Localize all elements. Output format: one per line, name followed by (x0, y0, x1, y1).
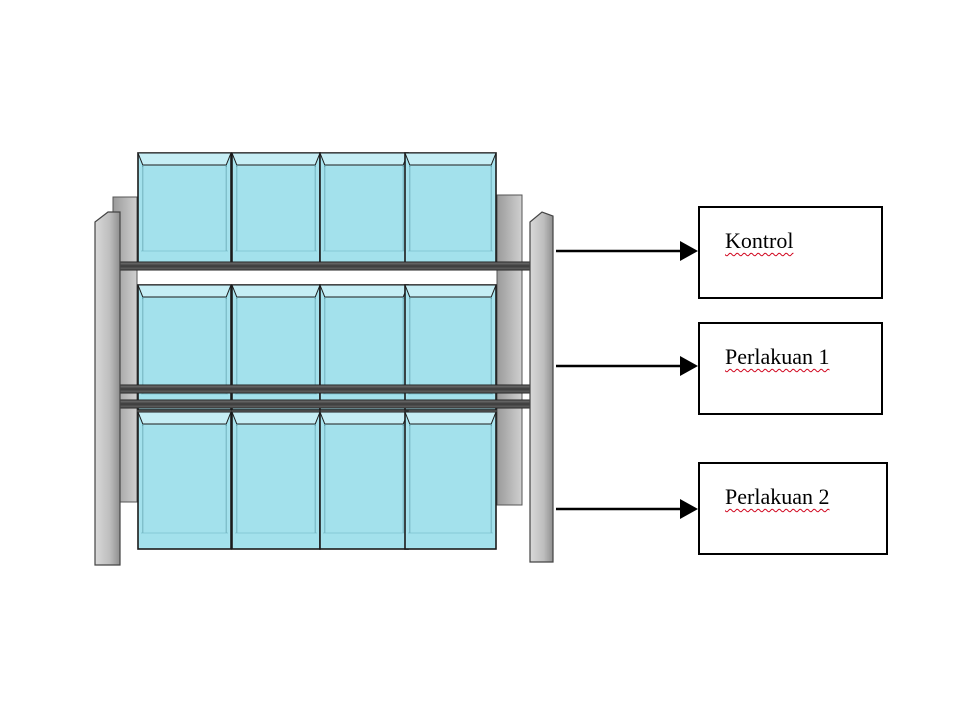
arrows (556, 241, 698, 519)
arrow-perlakuan-2 (556, 499, 698, 519)
shelf-bar-top (109, 261, 536, 271)
tank-r1-c1 (137, 152, 232, 268)
tank-r3-c3 (319, 411, 409, 550)
tank-r1-c3 (319, 152, 409, 268)
label-kontrol: Kontrol (725, 228, 794, 253)
front-post-left (94, 211, 121, 566)
tank-r3-c2 (231, 411, 321, 550)
label-box-perlakuan-2 (698, 462, 888, 555)
tank-r1-c2 (231, 152, 321, 268)
arrow-perlakuan-1 (556, 356, 698, 376)
front-post-right (529, 211, 554, 563)
rack-front-posts (94, 211, 554, 566)
label-perlakuan-2: Perlakuan 2 (725, 484, 830, 509)
shelf-bar-bottom (109, 399, 536, 409)
tank-r3-c1 (137, 411, 232, 550)
tank-r1-c4 (404, 152, 497, 268)
label-box-perlakuan-1 (698, 322, 883, 415)
back-post-right (496, 194, 523, 506)
label-box-kontrol (698, 206, 883, 299)
label-perlakuan-1: Perlakuan 1 (725, 344, 830, 369)
shelf-bar-middle (109, 384, 536, 394)
tank-grid (137, 152, 497, 550)
arrow-kontrol (556, 241, 698, 261)
tank-r3-c4 (404, 411, 497, 550)
